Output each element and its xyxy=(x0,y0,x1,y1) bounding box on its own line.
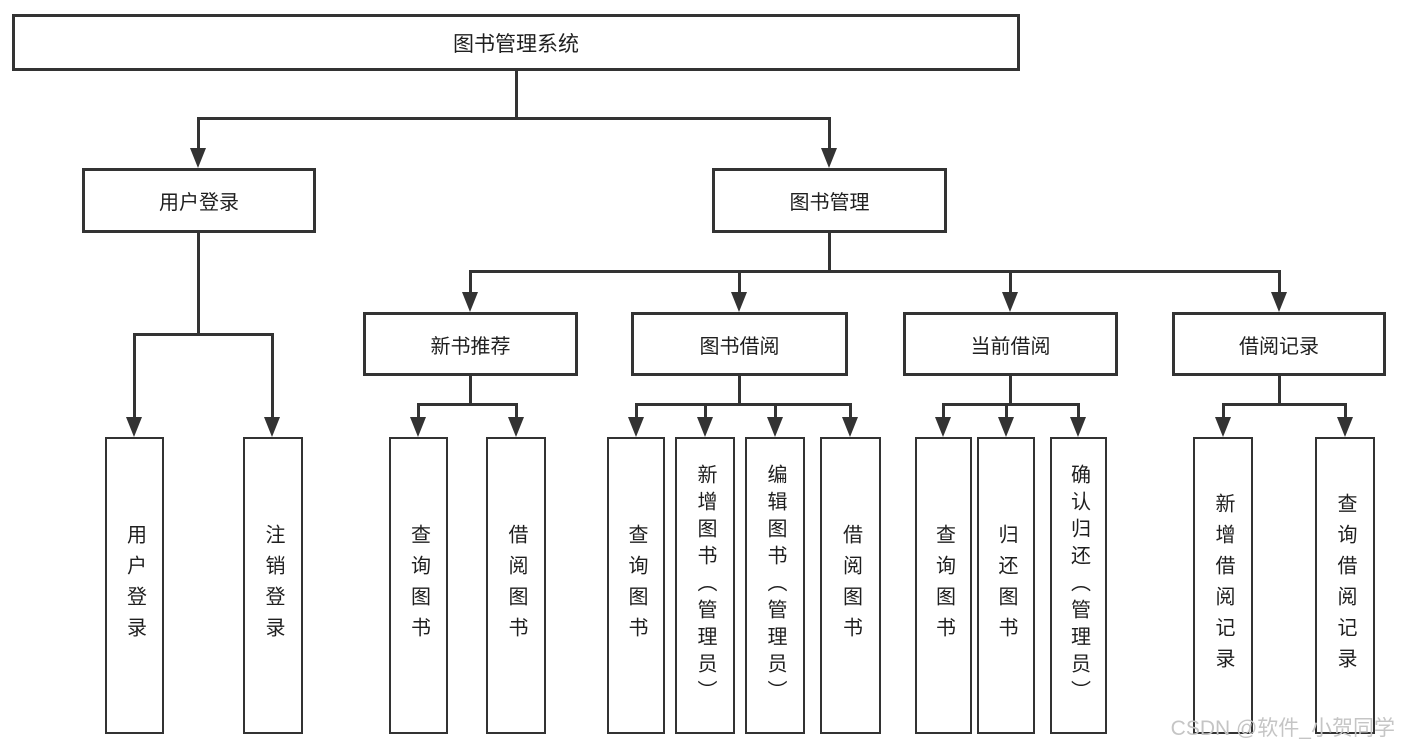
connector-stub-leaf-login xyxy=(133,333,136,419)
connector-current-branch xyxy=(942,403,1079,406)
node-book-management-label: 图书管理 xyxy=(789,192,870,214)
connector-stub-user-login xyxy=(197,117,200,150)
leaf-query-borrow-record: 查询借阅记录 xyxy=(1315,437,1375,734)
node-book-borrowing: 图书借阅 xyxy=(631,312,848,376)
leaf-confirm-return-admin-label: 确认归还（管理员） xyxy=(1067,464,1090,707)
leaf-add-books-admin-label: 新增图书（管理员） xyxy=(694,464,716,707)
connector-current-stem xyxy=(1009,376,1012,406)
connector-stub-d3 xyxy=(1077,403,1080,419)
connector-stub-e1 xyxy=(1222,403,1225,419)
node-user-login-label: 用户登录 xyxy=(159,192,239,214)
arrowhead-records xyxy=(1271,292,1287,312)
leaf-newbook-borrow-books: 借阅图书 xyxy=(486,437,546,734)
connector-stub-d1 xyxy=(942,403,945,419)
connector-borrow-branch xyxy=(635,403,851,406)
arrowhead-c3 xyxy=(767,417,783,437)
leaf-user-login-label: 用户登录 xyxy=(123,523,146,648)
arrowhead-d3 xyxy=(1070,417,1086,437)
arrowhead-b1 xyxy=(410,417,426,437)
connector-stub-c2 xyxy=(704,403,707,419)
connector-stub-c3 xyxy=(774,403,777,419)
connector-stub-leaf-logout xyxy=(271,333,274,419)
node-current-borrowing: 当前借阅 xyxy=(903,312,1118,376)
leaf-return-books: 归还图书 xyxy=(977,437,1035,734)
connector-borrow-stem xyxy=(738,376,741,406)
leaf-current-query-books: 查询图书 xyxy=(915,437,972,734)
connector-stub-current xyxy=(1009,270,1012,294)
connector-newbook-stem xyxy=(469,376,472,406)
connector-stub-borrow xyxy=(738,270,741,294)
connector-userlogin-branch xyxy=(133,333,274,336)
connector-stub-d2 xyxy=(1005,403,1008,419)
arrowhead-leaf-logout xyxy=(264,417,280,437)
leaf-add-borrow-record-label: 新增借阅记录 xyxy=(1212,492,1234,679)
arrowhead-c4 xyxy=(842,417,858,437)
node-borrowing-records: 借阅记录 xyxy=(1172,312,1386,376)
arrowhead-c1 xyxy=(628,417,644,437)
connector-stub-e2 xyxy=(1344,403,1347,419)
arrowhead-current xyxy=(1002,292,1018,312)
node-book-borrowing-label: 图书借阅 xyxy=(699,335,780,358)
leaf-query-borrow-record-label: 查询借阅记录 xyxy=(1334,492,1356,679)
node-borrowing-records-label: 借阅记录 xyxy=(1239,335,1319,358)
arrowhead-d1 xyxy=(935,417,951,437)
connector-stub-b2 xyxy=(515,403,518,419)
leaf-add-borrow-record: 新增借阅记录 xyxy=(1193,437,1253,734)
leaf-edit-books-admin: 编辑图书（管理员） xyxy=(745,437,805,734)
leaf-newbook-query-books-label: 查询图书 xyxy=(407,523,430,648)
node-book-management: 图书管理 xyxy=(712,168,947,233)
connector-bookmgmt-branch xyxy=(469,270,1280,273)
node-new-book-recommend-label: 新书推荐 xyxy=(430,335,511,358)
arrowhead-leaf-login xyxy=(126,417,142,437)
leaf-confirm-return-admin: 确认归还（管理员） xyxy=(1050,437,1107,734)
leaf-borrow-books-label: 借阅图书 xyxy=(839,523,862,648)
leaf-current-query-books-label: 查询图书 xyxy=(932,523,955,648)
leaf-logout: 注销登录 xyxy=(243,437,303,734)
arrowhead-d2 xyxy=(998,417,1014,437)
connector-userlogin-stem xyxy=(197,232,200,336)
leaf-user-login: 用户登录 xyxy=(105,437,164,734)
connector-stub-records xyxy=(1278,270,1281,294)
arrowhead-borrow xyxy=(731,292,747,312)
leaf-newbook-borrow-books-label: 借阅图书 xyxy=(505,523,527,648)
connector-newbook-branch xyxy=(417,403,517,406)
leaf-borrow-query-books: 查询图书 xyxy=(607,437,665,734)
node-root-system: 图书管理系统 xyxy=(12,14,1020,71)
connector-stub-newbook xyxy=(469,270,472,294)
node-new-book-recommend: 新书推荐 xyxy=(363,312,578,376)
node-root-label: 图书管理系统 xyxy=(453,32,579,56)
arrowhead-newbook xyxy=(462,292,478,312)
leaf-return-books-label: 归还图书 xyxy=(995,523,1017,648)
connector-root-branch xyxy=(197,117,831,120)
connector-root-stem xyxy=(515,70,518,118)
node-user-login: 用户登录 xyxy=(82,168,316,233)
arrowhead-b2 xyxy=(508,417,524,437)
node-current-borrowing-label: 当前借阅 xyxy=(970,335,1051,358)
leaf-newbook-query-books: 查询图书 xyxy=(389,437,448,734)
leaf-logout-label: 注销登录 xyxy=(262,523,284,648)
watermark-text: CSDN @软件_小贺同学 xyxy=(1170,717,1395,740)
connector-stub-b1 xyxy=(417,403,420,419)
leaf-borrow-query-books-label: 查询图书 xyxy=(625,523,647,648)
arrowhead-user-login xyxy=(190,148,206,168)
arrowhead-c2 xyxy=(697,417,713,437)
leaf-edit-books-admin-label: 编辑图书（管理员） xyxy=(764,464,786,707)
connector-records-branch xyxy=(1222,403,1346,406)
connector-stub-book-mgmt xyxy=(828,117,831,150)
arrowhead-e1 xyxy=(1215,417,1231,437)
connector-stub-c1 xyxy=(635,403,638,419)
connector-records-stem xyxy=(1278,376,1281,406)
arrowhead-book-mgmt xyxy=(821,148,837,168)
leaf-borrow-books: 借阅图书 xyxy=(820,437,881,734)
connector-stub-c4 xyxy=(849,403,852,419)
leaf-add-books-admin: 新增图书（管理员） xyxy=(675,437,735,734)
arrowhead-e2 xyxy=(1337,417,1353,437)
connector-bookmgmt-stem xyxy=(828,232,831,273)
